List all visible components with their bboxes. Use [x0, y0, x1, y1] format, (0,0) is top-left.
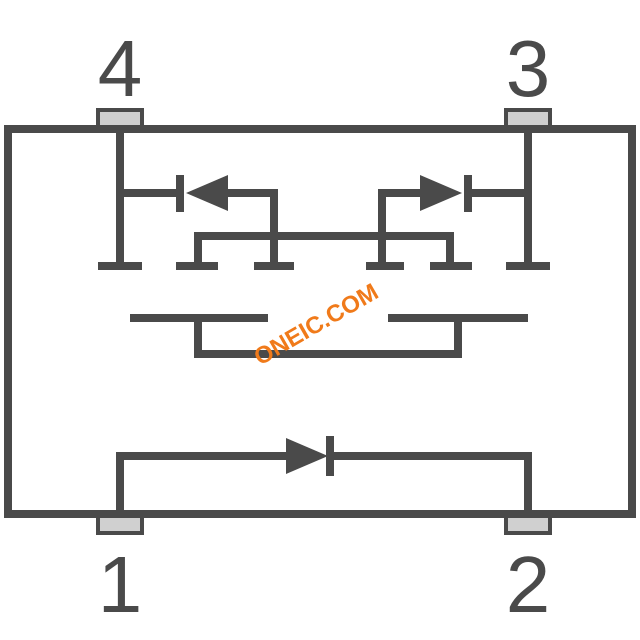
left-mosfet-gate-wire: [194, 232, 382, 266]
pin-label-3: 3: [506, 24, 551, 113]
pin-label-4: 4: [98, 24, 143, 113]
photovoltaic-cell: [130, 314, 528, 358]
pin-label-2: 2: [506, 540, 551, 629]
input-led: [116, 436, 532, 516]
right-mosfet-gate-wire: [382, 232, 454, 266]
right-mosfet-arrow: [420, 175, 462, 211]
left-mosfet: [98, 127, 382, 270]
photovoltaic-loop: [194, 318, 462, 358]
pin-pad-2: [504, 514, 552, 535]
right-mosfet: [366, 127, 550, 270]
left-mosfet-body-tail: [228, 189, 278, 266]
pin-pad-1: [96, 514, 144, 535]
package-outline: [4, 125, 636, 518]
left-mosfet-arrow: [186, 175, 228, 211]
right-mosfet-body-tail: [378, 189, 420, 266]
led-arrow: [286, 438, 328, 474]
led-cathode-wire: [330, 452, 532, 516]
pin-label-1: 1: [98, 540, 143, 629]
led-anode-wire: [116, 452, 288, 516]
